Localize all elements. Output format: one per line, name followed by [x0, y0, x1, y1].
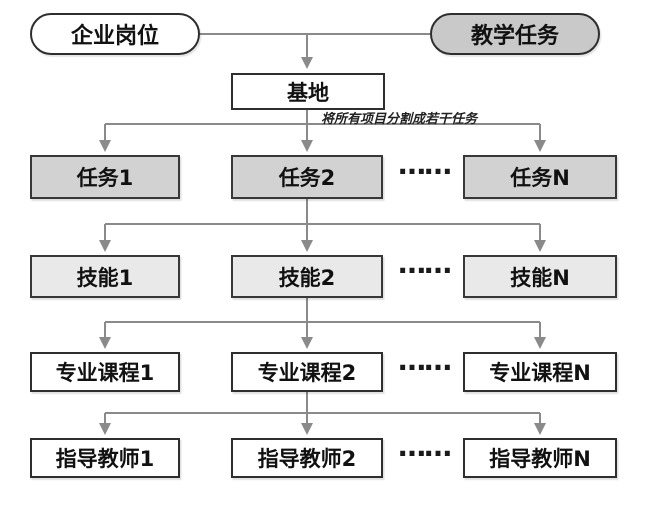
course-2-node: 专业课程2 [231, 352, 383, 392]
skill-1-node: 技能1 [30, 255, 180, 298]
task-1-node: 任务1 [30, 155, 180, 199]
course-n-node: 专业课程N [463, 352, 617, 392]
enterprise-post-node: 企业岗位 [30, 13, 200, 55]
task-n-node: 任务N [463, 155, 617, 199]
task-2-node: 任务2 [231, 155, 383, 199]
ellipsis-skills: …… [398, 247, 452, 281]
teacher-n-node: 指导教师N [463, 438, 617, 478]
course-1-node: 专业课程1 [30, 352, 180, 392]
teaching-task-node: 教学任务 [430, 13, 600, 55]
ellipsis-tasks: …… [398, 147, 452, 181]
teacher-1-node: 指导教师1 [30, 438, 180, 478]
annotation-label: 将所有项目分割成若干任务 [321, 112, 478, 127]
ellipsis-teachers: …… [398, 429, 452, 463]
skill-2-node: 技能2 [231, 255, 383, 298]
ellipsis-courses: …… [398, 343, 452, 377]
skill-n-node: 技能N [463, 255, 617, 298]
base-node: 基地 [231, 73, 385, 110]
teacher-2-node: 指导教师2 [231, 438, 383, 478]
